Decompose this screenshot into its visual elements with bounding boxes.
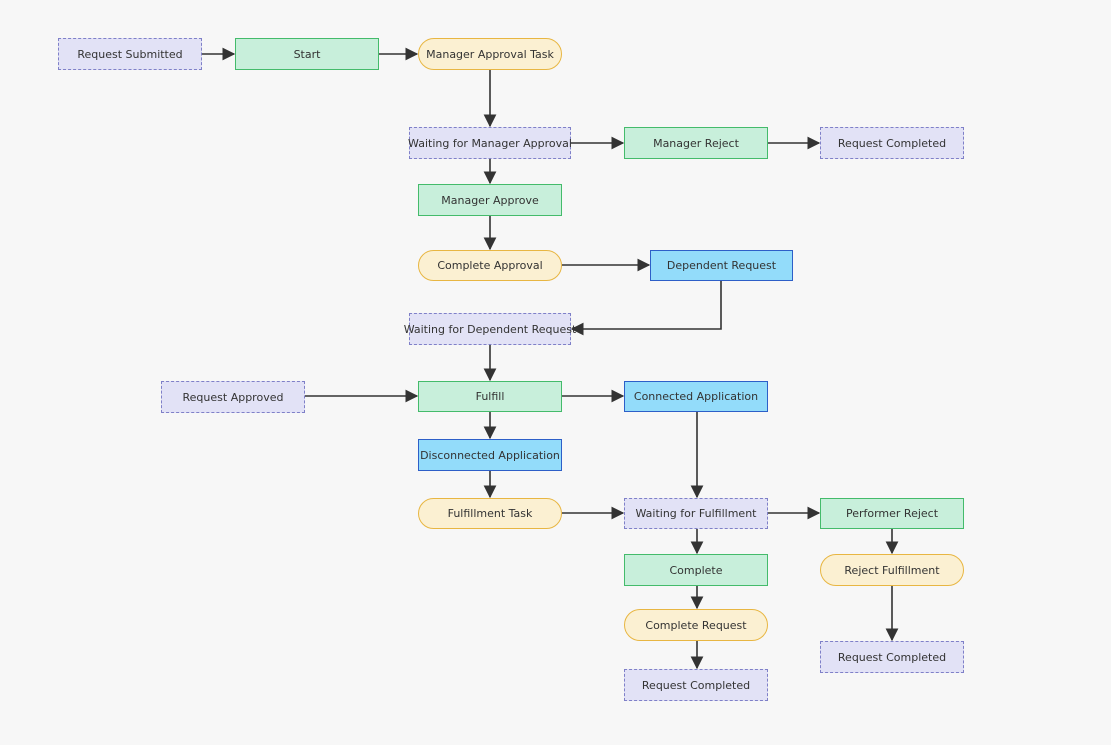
node-request-completed-1[interactable]: Request Completed bbox=[820, 127, 964, 159]
node-fulfillment-task[interactable]: Fulfillment Task bbox=[418, 498, 562, 529]
node-complete-approval[interactable]: Complete Approval bbox=[418, 250, 562, 281]
node-reject-fulfillment[interactable]: Reject Fulfillment bbox=[820, 554, 964, 586]
node-disconnected-application[interactable]: Disconnected Application bbox=[418, 439, 562, 471]
node-request-approved[interactable]: Request Approved bbox=[161, 381, 305, 413]
node-waiting-manager-approval[interactable]: Waiting for Manager Approval bbox=[408, 127, 572, 159]
node-waiting-dependent-request[interactable]: Waiting for Dependent Request bbox=[404, 313, 576, 345]
node-request-submitted[interactable]: Request Submitted bbox=[58, 38, 202, 70]
node-request-completed-3[interactable]: Request Completed bbox=[820, 641, 964, 673]
node-waiting-fulfillment[interactable]: Waiting for Fulfillment bbox=[624, 498, 768, 529]
node-connected-application[interactable]: Connected Application bbox=[624, 381, 768, 412]
edge-dependent-to-waiting-dependent bbox=[570, 281, 722, 336]
node-manager-approval-task[interactable]: Manager Approval Task bbox=[418, 38, 562, 70]
node-complete-request[interactable]: Complete Request bbox=[624, 609, 768, 641]
node-dependent-request[interactable]: Dependent Request bbox=[650, 250, 793, 281]
node-request-completed-2[interactable]: Request Completed bbox=[624, 669, 768, 701]
node-fulfill[interactable]: Fulfill bbox=[418, 381, 562, 412]
node-manager-reject[interactable]: Manager Reject bbox=[624, 127, 768, 159]
node-manager-approve[interactable]: Manager Approve bbox=[418, 184, 562, 216]
node-complete[interactable]: Complete bbox=[624, 554, 768, 586]
node-start[interactable]: Start bbox=[235, 38, 379, 70]
node-performer-reject[interactable]: Performer Reject bbox=[820, 498, 964, 529]
